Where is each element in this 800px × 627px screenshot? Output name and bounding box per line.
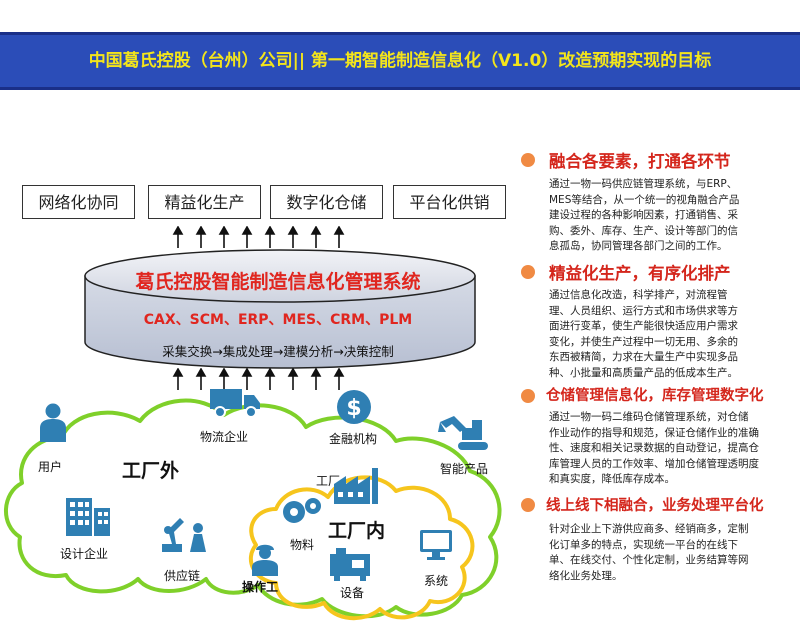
machine-icon [330, 548, 370, 581]
node-supply-chain: 供应链 [164, 569, 201, 583]
goal-box-network: 网络化协同 [22, 185, 135, 219]
node-design-enterprise: 设计企业 [60, 547, 109, 561]
outer-zone-label: 工厂外 [122, 460, 180, 482]
worker-icon [252, 544, 278, 576]
goal-body-1: 通过一物一码供应链管理系统，与ERP、MES等结合，从一个统一的视角融合产品建设… [549, 178, 740, 252]
goal-heading-2: 精益化生产，有序化排产 [549, 264, 731, 283]
bullet-dot-icon [521, 153, 535, 167]
bullet-dot-icon [521, 265, 535, 279]
robot-arm-icon [162, 518, 206, 552]
arrow-up-icon [264, 226, 276, 248]
factory-icon [334, 468, 378, 504]
arrow-up-icon [218, 226, 230, 248]
office-building-icon [66, 498, 110, 536]
inner-zone-label: 工厂内 [328, 520, 386, 542]
monitor-icon [420, 530, 452, 560]
platform-data-flow: 采集交换→集成处理→建模分析→决策控制 [162, 344, 394, 359]
goal-box-platform: 平台化供销 [393, 185, 506, 219]
platform-systems: CAX、SCM、ERP、MES、CRM、PLM [143, 312, 413, 328]
arrow-up-icon [195, 368, 207, 390]
dollar-coin-icon: $ [337, 390, 371, 424]
arrow-up-icon [333, 226, 345, 248]
page-title: 中国葛氏控股（台州）公司|| 第一期智能制造信息化（V1.0）改造预期实现的目标 [88, 51, 712, 71]
goal-heading-4: 线上线下相融合，业务处理平台化 [546, 498, 764, 514]
arrow-up-icon [310, 226, 322, 248]
user-icon [40, 403, 66, 442]
goal-box-warehouse: 数字化仓储 [270, 185, 383, 219]
arrow-up-icon [172, 226, 184, 248]
goal-body-4: 针对企业上下游供应商多、经销商多，定制化订单多的特点，实现统一平台的在线下单、在… [549, 523, 749, 582]
arrow-up-icon [333, 368, 345, 390]
goal-heading-1: 融合各要素，打通各环节 [549, 152, 731, 171]
excavator-icon [438, 416, 488, 450]
arrow-up-icon [264, 368, 276, 390]
platform-title: 葛氏控股智能制造信息化管理系统 [135, 271, 421, 293]
node-system: 系统 [424, 574, 449, 588]
gears-icon [283, 498, 321, 523]
upward-arrows-top [172, 226, 345, 248]
node-user: 用户 [38, 460, 63, 474]
arrow-up-icon [287, 226, 299, 248]
arrow-up-icon [218, 368, 230, 390]
node-logistics: 物流企业 [200, 430, 249, 444]
goal-heading-3: 仓储管理信息化，库存管理数字化 [546, 388, 764, 404]
arrow-up-icon [310, 368, 322, 390]
node-equipment: 设备 [340, 586, 365, 600]
arrow-up-icon [195, 226, 207, 248]
arrow-up-icon [287, 368, 299, 390]
arrow-up-icon [241, 368, 253, 390]
bullet-dot-icon [521, 498, 535, 512]
node-factory: 工厂 [316, 474, 341, 488]
arrow-up-icon [241, 226, 253, 248]
goal-box-lean: 精益化生产 [148, 185, 261, 219]
node-finance: 金融机构 [329, 432, 378, 446]
node-operator: 操作工 [242, 580, 279, 594]
goal-body-2: 通过信息化改造，科学排产，对流程管理、人员组织、运行方式和市场供求等方面进行变革… [549, 289, 738, 379]
truck-icon [210, 389, 260, 418]
arrow-up-icon [172, 368, 184, 390]
outer-green-cloud [4, 398, 502, 619]
bullet-dot-icon [521, 389, 535, 403]
goal-body-3: 通过一物一码二维码仓储管理系统，对仓储作业动作的指导和规范，保证仓储作业的准确性… [549, 411, 759, 485]
node-material: 物料 [290, 538, 315, 552]
title-banner: 中国葛氏控股（台州）公司|| 第一期智能制造信息化（V1.0）改造预期实现的目标 [0, 32, 800, 90]
upward-arrows-bottom [172, 368, 345, 390]
node-smart-product: 智能产品 [440, 462, 489, 476]
platform-cylinder [84, 249, 476, 369]
svg-text:$: $ [346, 396, 361, 421]
